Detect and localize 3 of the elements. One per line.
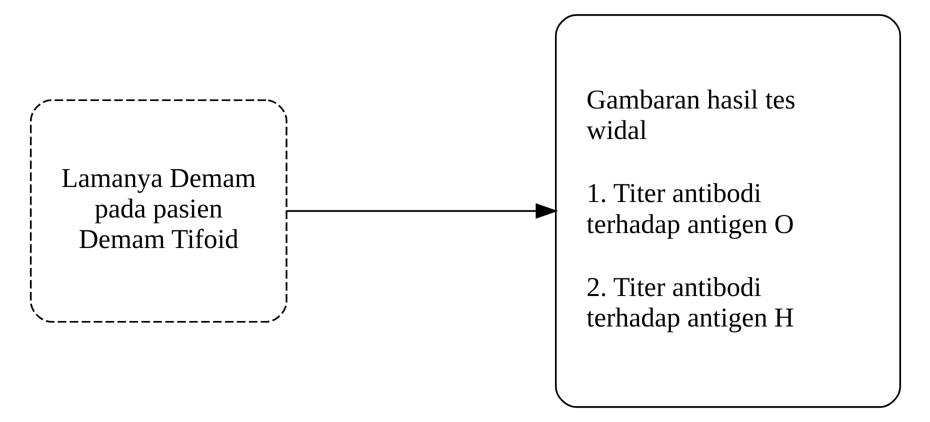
arrow xyxy=(286,203,558,219)
node-box: Lamanya Demam pada pasien Demam Tifoid xyxy=(29,99,287,323)
node-box: Gambaran hasil tes widal 1. Titer antibodi terhadap antigen O 2. Titer antibodi terhadap antigen H xyxy=(554,14,901,408)
